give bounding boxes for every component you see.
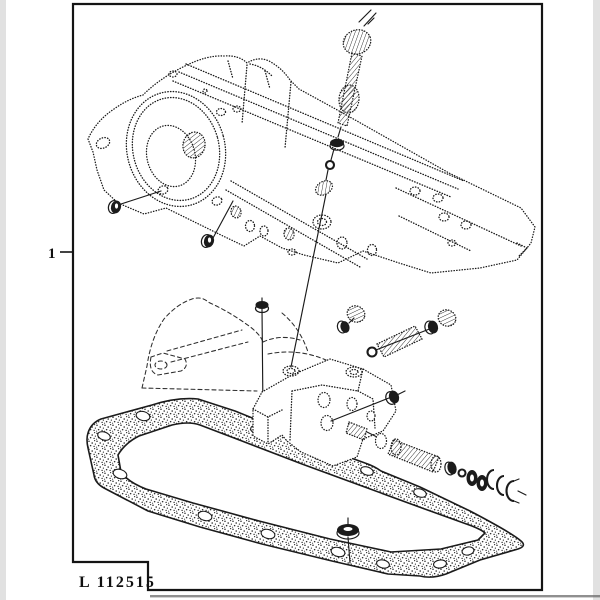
housing-plug-screws xyxy=(107,190,234,249)
screw-spring-assemblies xyxy=(330,305,457,422)
callout-1-label: 1 xyxy=(48,246,56,262)
dipstick-assembly xyxy=(290,9,377,368)
valve-spool-assembly xyxy=(345,421,527,504)
phantom-housing xyxy=(141,297,327,392)
bore-outer-rim xyxy=(125,90,227,208)
snap-ring xyxy=(505,479,515,503)
rod-ring xyxy=(324,159,336,171)
drain-plug xyxy=(336,517,360,564)
callout-1: 1 xyxy=(48,246,73,262)
spool-spring xyxy=(387,439,440,473)
drawing-border xyxy=(71,2,544,592)
drawing-number: L 112515 xyxy=(79,574,156,591)
rod-washer xyxy=(330,138,344,148)
cover-gasket xyxy=(86,397,525,578)
rockshaft-housing xyxy=(87,55,536,274)
breather-plug xyxy=(182,131,206,159)
dipstick-knob xyxy=(342,29,372,55)
valve-block xyxy=(252,358,397,467)
leader-line-to-valve xyxy=(290,193,327,368)
detent-spring xyxy=(376,325,423,358)
